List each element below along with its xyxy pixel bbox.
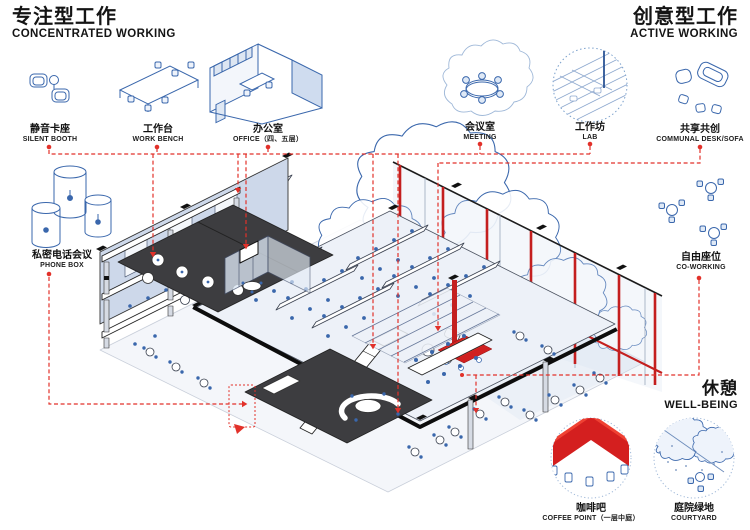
- terraced-steps: [351, 287, 501, 364]
- label-co-working: 自由座位 CO-WORKING: [676, 252, 725, 272]
- label-courtyard-en: COURTYARD: [671, 514, 717, 522]
- office-icon: [209, 43, 323, 125]
- label-communal-zh: 共享共创: [679, 124, 720, 135]
- label-communal: 共享共创 COMMUNAL DESK/SOFA: [656, 124, 743, 144]
- label-lab-en: LAB: [582, 133, 598, 141]
- tv-screen: [239, 240, 259, 264]
- section-title-active-zh: 创意型工作: [633, 6, 738, 28]
- label-meeting-en: MEETING: [463, 133, 497, 141]
- label-work-bench: 工作台 WORK BENCH: [133, 124, 184, 144]
- work-bench-icon: [118, 61, 200, 112]
- label-meeting: 会议室 MEETING: [463, 122, 496, 142]
- connector-markers: [46, 141, 703, 377]
- label-office-zh: 办公室: [252, 124, 283, 135]
- label-courtyard: 庭院绿地 COURTYARD: [671, 503, 717, 523]
- label-courtyard-zh: 庭院绿地: [673, 503, 714, 514]
- section-title-wellbeing-zh: 休憩: [702, 379, 738, 398]
- section-title-concentrated-en: CONCENTRATED WORKING: [12, 28, 176, 40]
- long-table: [407, 332, 493, 384]
- label-co-working-en: CO-WORKING: [676, 263, 726, 271]
- label-silent-booth-en: SILENT BOOTH: [22, 135, 78, 143]
- label-phone-box-en: PHONE BOX: [40, 261, 84, 269]
- label-co-working-zh: 自由座位: [680, 252, 721, 263]
- floor-tables: [142, 346, 608, 459]
- section-title-concentrated-zh: 专注型工作: [12, 6, 117, 28]
- label-phone-box: 私密电话会议 PHONE BOX: [32, 250, 92, 270]
- building-axonometric: [96, 121, 663, 493]
- label-coffee-point: 咖啡吧 COFFEE POINT（一层中庭）: [542, 503, 639, 523]
- glass-office-room: [224, 235, 311, 295]
- courtyard-icon: [653, 417, 735, 499]
- label-lab: 工作坊 LAB: [575, 122, 605, 142]
- silent-booth-icon: [29, 73, 70, 103]
- co-working-icon: [658, 178, 727, 246]
- label-coffee-point-zh: 咖啡吧: [575, 503, 606, 514]
- label-coffee-point-en: COFFEE POINT（一层中庭）: [542, 514, 640, 522]
- label-office: 办公室 OFFICE（四、五层）: [233, 124, 303, 144]
- section-title-active-en: ACTIVE WORKING: [630, 28, 738, 40]
- coffee-point-icon: [550, 417, 632, 499]
- communal-sofa-icon: [675, 61, 729, 115]
- label-phone-box-zh: 私密电话会议: [32, 250, 92, 261]
- label-work-bench-en: WORK BENCH: [132, 135, 184, 143]
- phone-box-icon: [31, 165, 112, 248]
- meeting-icon: [442, 39, 534, 116]
- connector-arrows: [149, 188, 480, 434]
- label-office-en: OFFICE（四、五层）: [232, 135, 304, 143]
- section-title-wellbeing-en: WELL-BEING: [664, 398, 738, 411]
- label-communal-en: COMMUNAL DESK/SOFA: [656, 135, 744, 143]
- meeting-lounge-floor: [244, 348, 433, 444]
- legend-icons: [29, 39, 735, 499]
- lab-icon: [552, 47, 628, 123]
- section-title-active: 创意型工作 ACTIVE WORKING: [630, 6, 738, 41]
- label-lab-zh: 工作坊: [575, 122, 605, 133]
- label-meeting-zh: 会议室: [464, 122, 495, 133]
- plate-tables: [512, 330, 556, 356]
- label-silent-booth-zh: 静音卡座: [29, 124, 70, 135]
- section-title-concentrated: 专注型工作 CONCENTRATED WORKING: [12, 6, 176, 41]
- label-silent-booth: 静音卡座 SILENT BOOTH: [23, 124, 78, 144]
- left-section: [96, 152, 334, 349]
- label-work-bench-zh: 工作台: [143, 124, 173, 135]
- section-title-wellbeing: 休憩 WELL-BEING: [664, 379, 738, 411]
